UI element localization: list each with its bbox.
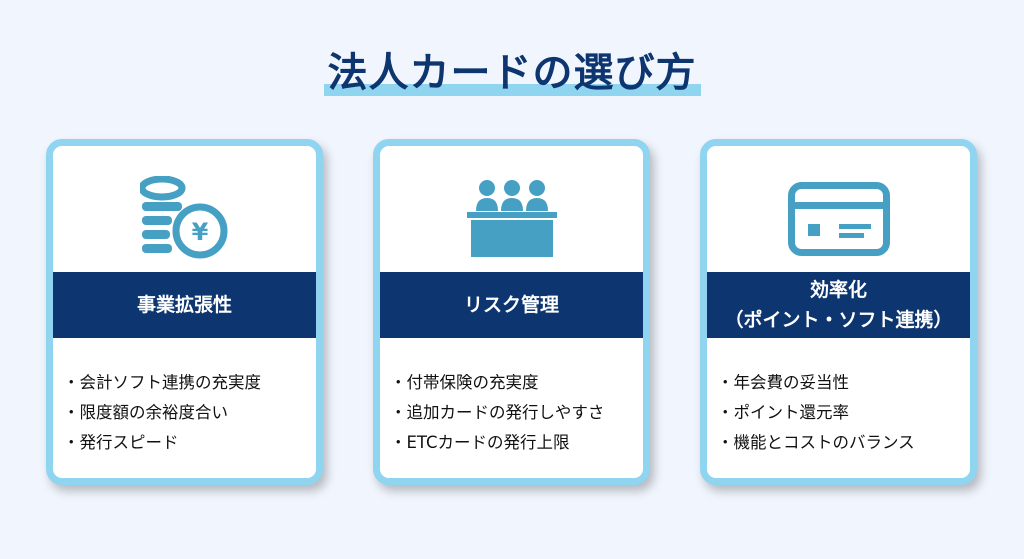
list-item: ETCカードの発行上限	[390, 428, 604, 458]
list-item: 年会費の妥当性	[717, 368, 915, 398]
heading-text: 効率化	[809, 279, 867, 301]
card-business-expansion: ¥ 事業拡張性 会計ソフト連携の充実度 限度額の余裕度合い 発行スピード	[46, 139, 323, 485]
list-item: 追加カードの発行しやすさ	[390, 398, 605, 428]
card-heading: 効率化 （ポイント・ソフト連携）	[707, 272, 970, 338]
meeting-people-icon	[380, 171, 643, 266]
list-item: 発行スピード	[63, 428, 261, 458]
list-item: 付帯保険の充実度	[390, 368, 604, 398]
heading-text: 事業拡張性	[136, 294, 232, 316]
heading-subtext: （ポイント・ソフト連携）	[724, 309, 953, 331]
heading-text: リスク管理	[463, 294, 559, 316]
list-item: ポイント還元率	[717, 398, 915, 428]
list-item: 機能とコストのバランス	[717, 428, 915, 458]
card-efficiency: 効率化 （ポイント・ソフト連携） 年会費の妥当性 ポイント還元率 機能とコストの…	[700, 139, 977, 485]
page-title: 法人カードの選び方	[323, 40, 701, 98]
list-item: 会計ソフト連携の充実度	[63, 368, 262, 398]
card-risk-management: リスク管理 付帯保険の充実度 追加カードの発行しやすさ ETCカードの発行上限	[373, 139, 650, 485]
list-item: 限度額の余裕度合い	[63, 398, 261, 428]
criteria-list: 会計ソフト連携の充実度 限度額の余裕度合い 発行スピード	[63, 368, 262, 458]
criteria-list: 付帯保険の充実度 追加カードの発行しやすさ ETCカードの発行上限	[390, 368, 605, 458]
card-heading: リスク管理	[380, 272, 643, 338]
svg-text:¥: ¥	[191, 218, 208, 246]
criteria-list: 年会費の妥当性 ポイント還元率 機能とコストのバランス	[717, 368, 915, 458]
yen-coins-icon: ¥	[53, 171, 316, 266]
card-heading: 事業拡張性	[53, 272, 316, 338]
credit-card-icon	[707, 171, 970, 266]
